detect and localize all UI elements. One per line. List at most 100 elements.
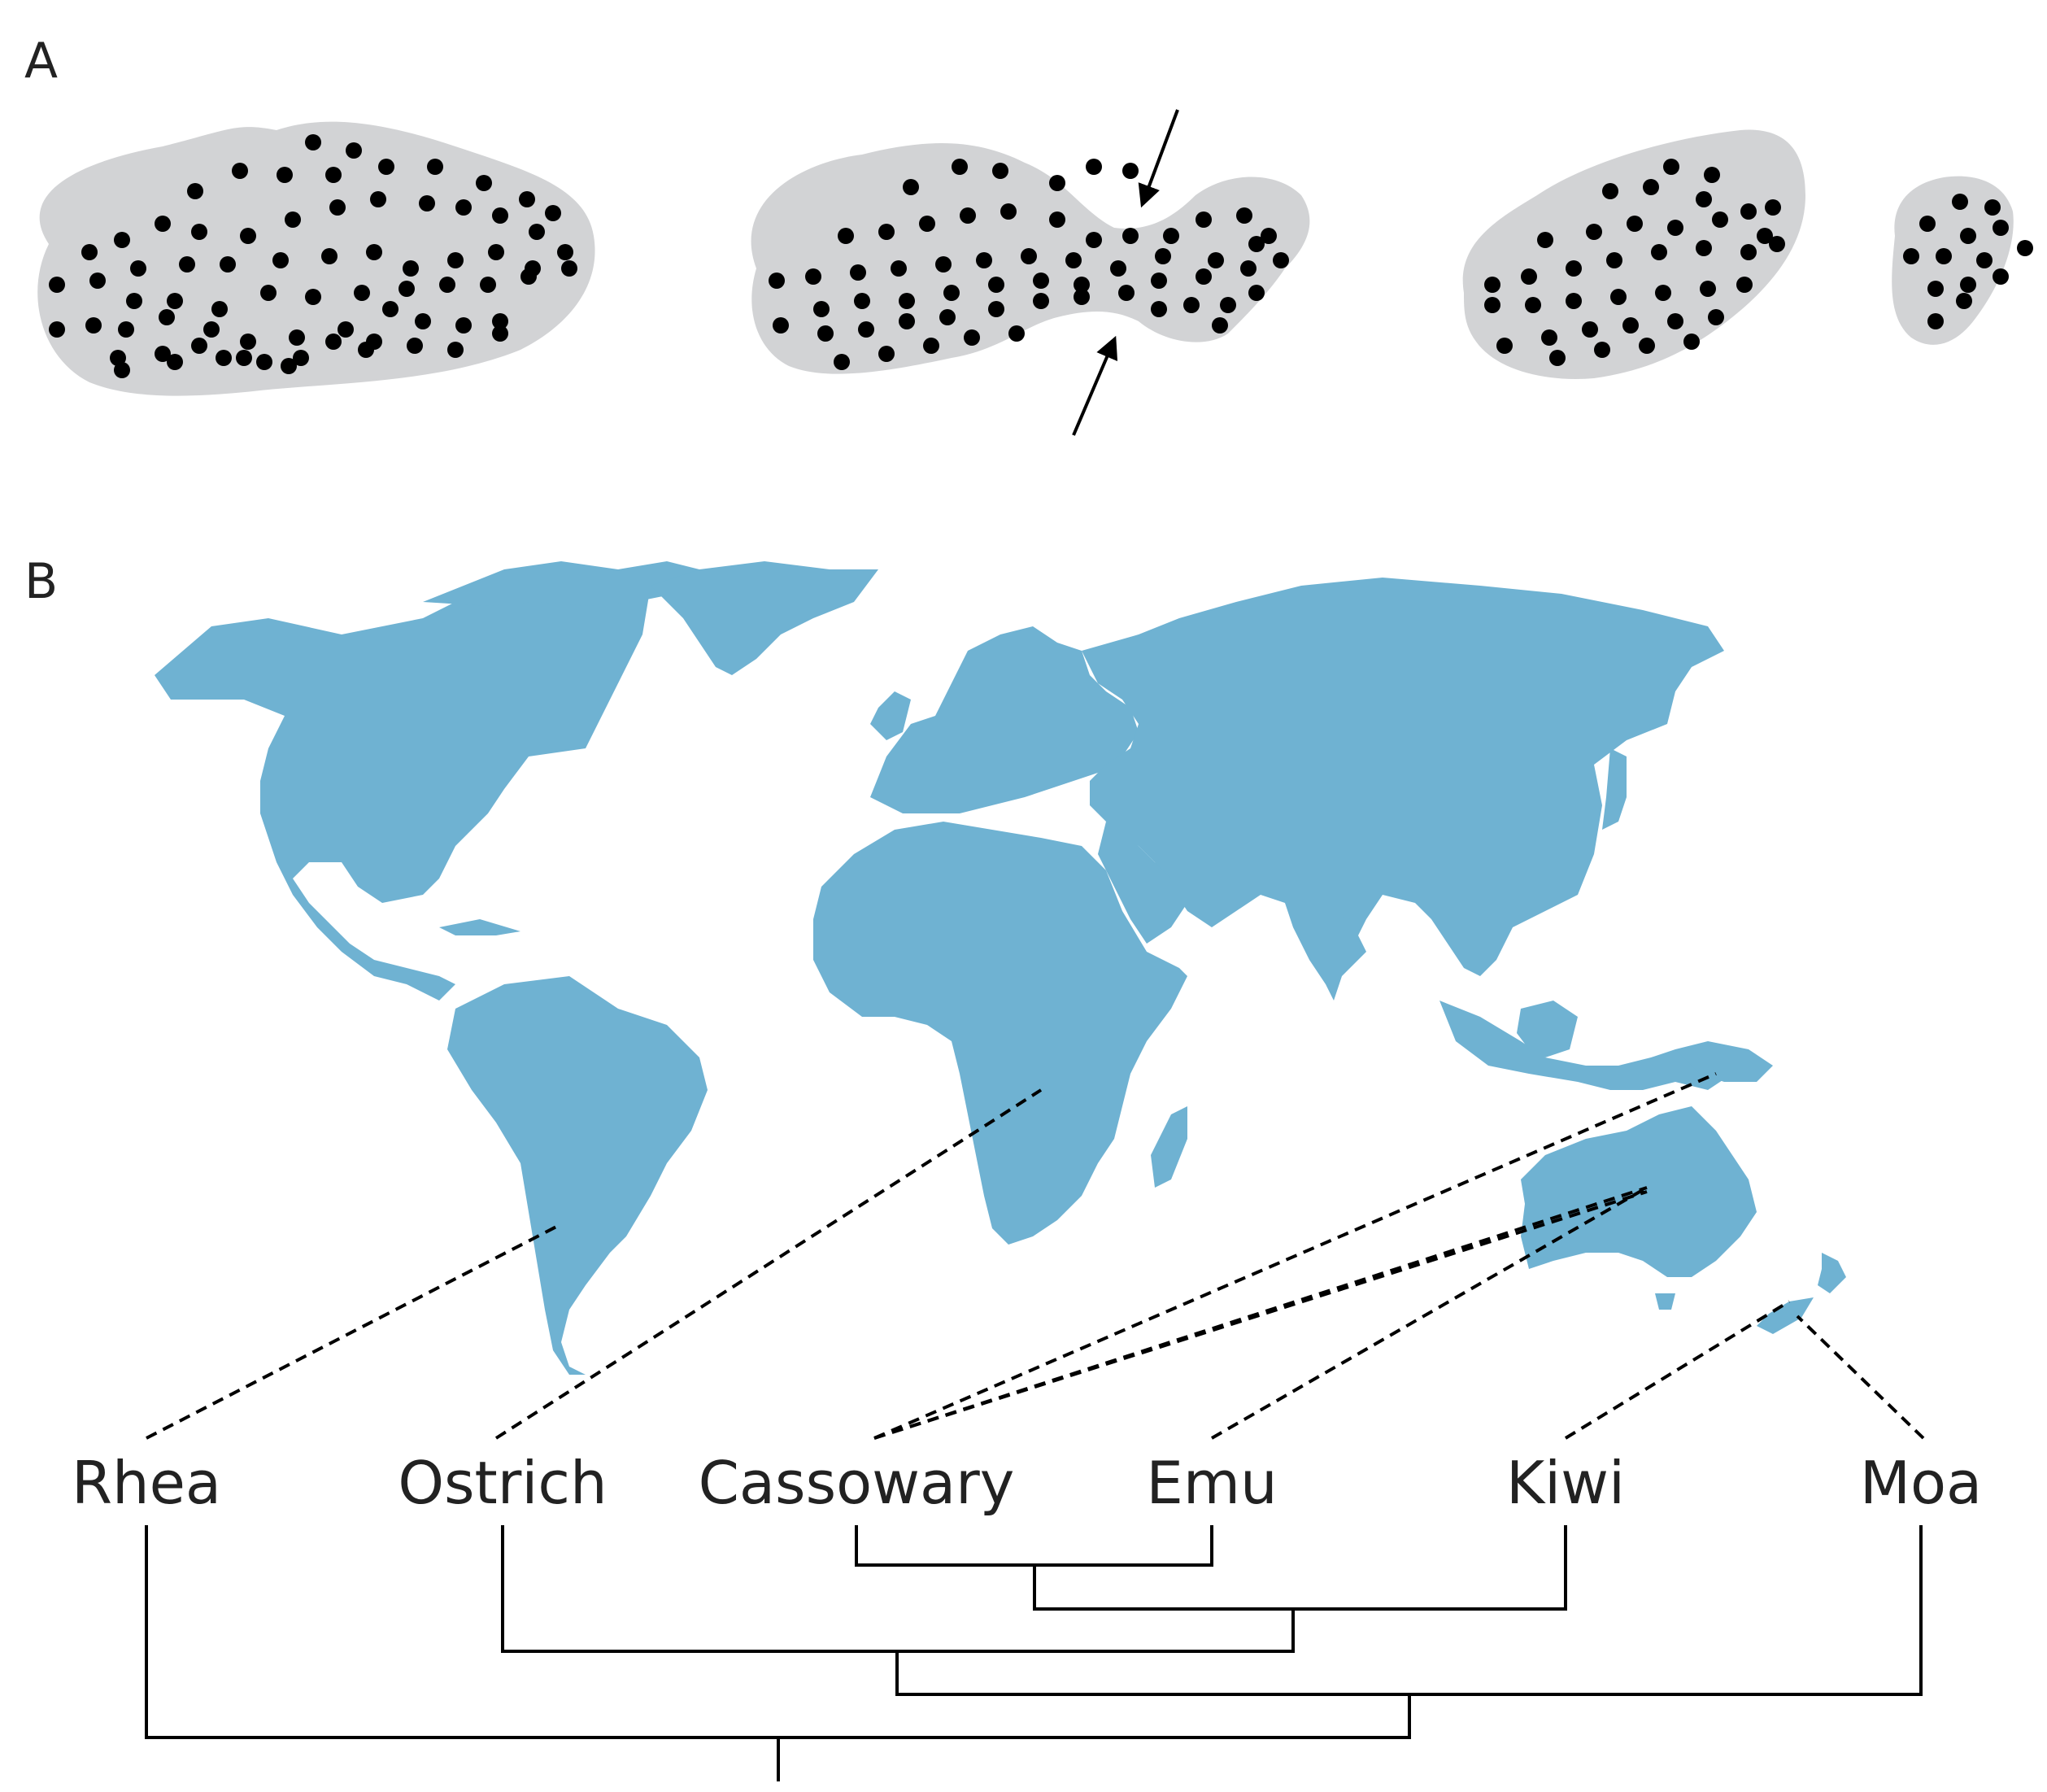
population-dot (1196, 211, 1212, 228)
population-dot (1993, 268, 2009, 285)
population-dot (1074, 277, 1090, 293)
population-dot (1622, 317, 1639, 334)
population-dot (858, 321, 874, 338)
population-dot (191, 338, 207, 354)
population-dot (329, 199, 346, 216)
population-dot (167, 354, 183, 370)
population-dot (1606, 252, 1622, 268)
population-dot (1984, 199, 2001, 216)
population-dot (519, 191, 535, 207)
population-dots-stage-2 (769, 159, 1289, 370)
population-dot (976, 252, 992, 268)
population-dot (1236, 207, 1252, 224)
phylogenetic-tree (145, 1525, 1923, 1781)
new-guinea (1675, 1041, 1773, 1082)
greenland (651, 561, 878, 675)
population-dot (49, 321, 65, 338)
population-dot (155, 346, 171, 362)
population-dot (321, 248, 338, 264)
population-dot (1704, 167, 1720, 183)
continent-blob-whole (37, 121, 595, 396)
population-dot (850, 264, 866, 281)
population-dot (1976, 252, 1993, 268)
range-connectors (146, 1072, 1925, 1440)
taxon-labels: Rhea Ostrich Cassowary Emu Kiwi Moa (72, 1449, 1982, 1517)
population-dot (935, 256, 952, 273)
population-dot (439, 277, 455, 293)
tasmania (1655, 1293, 1675, 1310)
population-dot (338, 321, 354, 338)
rift-arrow-top (1138, 109, 1179, 208)
population-dot (1683, 334, 1700, 350)
madagascar (1151, 1106, 1187, 1188)
arctic-islands (423, 561, 699, 606)
europe (870, 626, 1139, 813)
africa (813, 822, 1187, 1245)
borneo (1517, 1001, 1578, 1057)
population-dot (1118, 285, 1135, 301)
population-dot (1021, 248, 1037, 264)
stage-2-rifting (751, 109, 1310, 436)
population-dot (285, 211, 301, 228)
population-dot (277, 167, 293, 183)
population-dot (1248, 236, 1265, 252)
population-dot (346, 142, 362, 159)
population-dot (1049, 211, 1065, 228)
population-dot (1484, 277, 1500, 293)
population-dot (1086, 232, 1102, 248)
japan (1602, 748, 1627, 830)
population-dot (1952, 194, 1968, 210)
population-dot (557, 244, 573, 260)
connector-cassowary-australia-b (873, 1190, 1648, 1440)
population-dot (256, 354, 272, 370)
population-dot (834, 354, 850, 370)
population-dot (447, 252, 464, 268)
population-dot (1537, 232, 1553, 248)
population-dot (81, 244, 98, 260)
population-dot (878, 224, 895, 240)
population-dot (1220, 297, 1236, 313)
population-dot (1639, 338, 1655, 354)
population-dot (952, 159, 968, 175)
population-dot (939, 309, 956, 325)
population-dot (1525, 297, 1541, 313)
population-dot (240, 228, 256, 244)
population-dot (118, 321, 134, 338)
population-dot (488, 244, 504, 260)
indian-subcontinent (1285, 903, 1366, 1001)
population-dot (179, 256, 195, 273)
population-dot (1273, 252, 1289, 268)
population-dot (1248, 285, 1265, 301)
population-dot (1602, 183, 1618, 199)
south-america (447, 976, 708, 1375)
population-dot (520, 268, 537, 285)
population-dot (492, 325, 508, 342)
population-dot (1496, 338, 1513, 354)
population-dot (923, 338, 939, 354)
population-dot (1708, 309, 1724, 325)
population-dot (1261, 228, 1277, 244)
panel-b-label: B (24, 553, 58, 610)
population-dot (403, 260, 419, 277)
population-dot (89, 273, 106, 289)
label-cassowary: Cassowary (699, 1449, 1015, 1517)
population-dot (305, 289, 321, 305)
population-dot (1151, 301, 1167, 317)
clade-rhea-root (145, 1525, 1411, 1739)
rift-arrow-bottom (1072, 335, 1118, 436)
population-dot (447, 342, 464, 358)
population-dot (260, 285, 277, 301)
population-dot (769, 273, 785, 289)
population-dot (1643, 179, 1659, 195)
population-dots-stage-3 (1484, 159, 2033, 366)
population-dot (878, 346, 895, 362)
population-dot (1484, 297, 1500, 313)
population-dot (1696, 191, 1712, 207)
population-dot (1627, 216, 1643, 232)
population-dot (1927, 313, 1944, 329)
maritime-southeast-asia (1439, 1001, 1732, 1090)
stage-3-separated (1462, 129, 2033, 379)
clade-cassowary-emu (855, 1525, 1213, 1567)
population-dot (1700, 281, 1716, 297)
population-dot (427, 159, 443, 175)
